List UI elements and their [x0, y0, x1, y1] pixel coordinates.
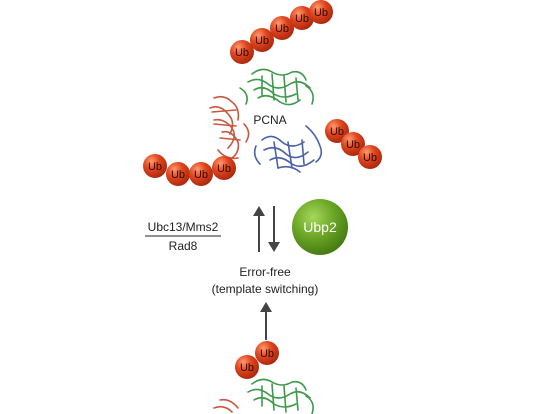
pcna-trimer-icon-bottom	[213, 378, 314, 414]
ubiquitin-label: Ub	[314, 7, 328, 19]
ubiquitin-bead-icon: Ub	[270, 16, 294, 40]
ubiquitin-bead-icon: Ub	[212, 156, 236, 180]
ubiquitin-label: Ub	[194, 169, 208, 181]
ubiquitin-label: Ub	[363, 152, 377, 164]
ubiquitin-bead-icon: Ub	[250, 28, 274, 52]
ubiquitin-bead-icon: Ub	[341, 132, 365, 156]
ubiquitin-bead-icon: Ub	[166, 162, 190, 186]
ubiquitin-label: Ub	[171, 169, 185, 181]
pcna-subunit-red-bottom	[213, 398, 239, 413]
ubiquitin-bead-icon: Ub	[290, 6, 314, 30]
arrow-icon-reverse-down	[268, 206, 280, 252]
ubiquitin-label: Ub	[295, 13, 309, 25]
pcna-subunit-red	[209, 95, 250, 160]
ubiquitin-bead-icon: Ub	[230, 40, 254, 64]
pcna-subunit-green-bottom	[247, 378, 314, 414]
ubiquitin-bead-icon: Ub	[189, 162, 213, 186]
ubp2-sphere-icon: Ubp2	[292, 199, 348, 255]
pathway-label-template-switching: (template switching)	[212, 282, 319, 296]
ubiquitin-label: Ub	[235, 47, 249, 59]
ubiquitin-bead-icon: Ub	[309, 0, 333, 24]
ubiquitin-label: Ub	[346, 139, 360, 151]
ubp2-label: Ubp2	[303, 219, 337, 235]
pcna-subunit-blue	[253, 125, 323, 173]
ubiquitin-bead-icon: Ub	[358, 145, 382, 169]
ubiquitin-bead-icon: Ub	[235, 355, 259, 379]
ubiquitin-label: Ub	[240, 362, 254, 374]
pcna-subunit-green	[239, 68, 314, 106]
arrow-icon-forward-up	[253, 206, 265, 252]
pcna-trimer-icon-top: PCNA	[209, 68, 323, 173]
ubiquitin-label: Ub	[217, 163, 231, 175]
ubiquitin-bead-icon: Ub	[143, 154, 167, 178]
ubiquitin-label: Ub	[275, 23, 289, 35]
arrow-icon-lower-up	[260, 302, 272, 340]
ubiquitin-label: Ub	[260, 348, 274, 360]
ubiquitin-label: Ub	[330, 126, 344, 138]
ubiquitin-label: Ub	[148, 161, 162, 173]
ubiquitin-bead-icon: Ub	[255, 341, 279, 365]
ubiquitin-label: Ub	[255, 35, 269, 47]
enzyme-label-ubc13-mms2: Ubc13/Mms2	[148, 220, 219, 234]
pathway-label-error-free: Error-free	[239, 265, 291, 279]
enzyme-label-rad8: Rad8	[169, 239, 198, 253]
ubiquitin-bead-icon: Ub	[325, 119, 349, 143]
pcna-label-top: PCNA	[253, 113, 286, 127]
